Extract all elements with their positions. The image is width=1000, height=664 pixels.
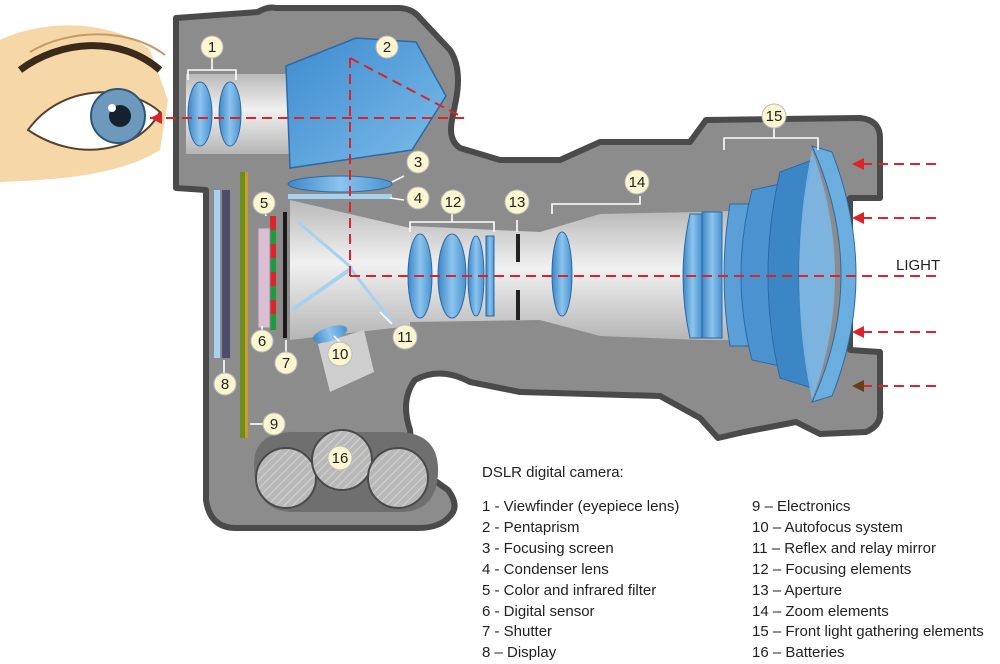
callout-15: 15 bbox=[761, 103, 787, 129]
light-arrowhead-2 bbox=[852, 212, 864, 224]
legend-item: 8 – Display bbox=[482, 644, 557, 662]
svg-text:6: 6 bbox=[258, 333, 266, 350]
svg-text:3: 3 bbox=[414, 154, 422, 171]
condenser-lens bbox=[288, 194, 392, 199]
battery-left bbox=[255, 447, 317, 509]
svg-text:14: 14 bbox=[629, 174, 646, 191]
zoom-element-rear bbox=[551, 231, 573, 317]
callout-8: 8 bbox=[213, 372, 237, 396]
aperture-blade-bottom bbox=[516, 290, 520, 320]
ir-filter-red-1 bbox=[270, 216, 276, 230]
callout-5: 5 bbox=[252, 191, 276, 215]
display-panel bbox=[214, 190, 220, 358]
electronics-board-edge bbox=[245, 172, 248, 438]
legend-item: 11 – Reflex and relay mirror bbox=[752, 539, 936, 557]
eye-highlight bbox=[108, 104, 116, 112]
callout-1: 1 bbox=[200, 35, 224, 59]
callout-16: 16 bbox=[327, 445, 353, 471]
legend-item: 15 – Front light gathering elements bbox=[752, 623, 984, 641]
callout-3: 3 bbox=[406, 150, 430, 174]
legend-column-left: 1 - Viewfinder (eyepiece lens) 2 - Penta… bbox=[482, 497, 679, 664]
callout-2: 2 bbox=[375, 35, 399, 59]
svg-text:16: 16 bbox=[332, 450, 349, 467]
legend-item: 10 – Autofocus system bbox=[752, 518, 903, 536]
svg-text:1: 1 bbox=[208, 39, 216, 56]
eye-lid-crease bbox=[29, 33, 166, 56]
light-label: LIGHT bbox=[896, 257, 940, 274]
autofocus-lens bbox=[312, 325, 348, 343]
legend-item: 7 - Shutter bbox=[482, 623, 553, 641]
relay-mirror bbox=[297, 220, 353, 270]
svg-text:13: 13 bbox=[509, 194, 526, 211]
legend-item: 12 – Focusing elements bbox=[752, 560, 912, 578]
legend-column-right: 9 – Electronics 10 – Autofocus system 11… bbox=[752, 497, 984, 664]
svg-text:5: 5 bbox=[260, 195, 268, 212]
callout-4: 4 bbox=[406, 186, 430, 210]
shutter bbox=[283, 212, 287, 338]
reflex-mirror bbox=[290, 266, 354, 312]
legend-item: 1 - Viewfinder (eyepiece lens) bbox=[482, 498, 680, 515]
callout-14: 14 bbox=[624, 169, 650, 195]
ir-filter-red-2 bbox=[270, 244, 276, 258]
svg-text:2: 2 bbox=[383, 39, 391, 56]
light-path bbox=[150, 57, 936, 387]
callout-12: 12 bbox=[440, 189, 466, 215]
legend-item: 14 – Zoom elements bbox=[752, 602, 889, 620]
lens-barrel-interior bbox=[410, 210, 760, 340]
eye-illustration bbox=[0, 25, 168, 182]
light-arrowhead-3 bbox=[852, 326, 864, 338]
light-arrowhead-1 bbox=[852, 158, 864, 170]
pentaprism bbox=[285, 37, 447, 169]
aperture-blade-top bbox=[516, 234, 520, 262]
legend-item: 16 – Batteries bbox=[752, 644, 845, 662]
svg-text:7: 7 bbox=[282, 355, 290, 372]
legend-item: 13 – Aperture bbox=[752, 581, 843, 599]
callout-9: 9 bbox=[262, 412, 286, 436]
legend-title: DSLR digital camera: bbox=[482, 464, 624, 481]
light-arrowhead-eye bbox=[150, 112, 162, 124]
callout-13: 13 bbox=[504, 189, 530, 215]
focusing-screen bbox=[287, 175, 393, 193]
legend-item: 6 - Digital sensor bbox=[482, 602, 595, 620]
electronics-board bbox=[240, 172, 245, 438]
legend-item: 9 – Electronics bbox=[752, 498, 851, 515]
legend-item: 2 - Pentaprism bbox=[482, 518, 580, 536]
eyepiece-lens-a bbox=[187, 81, 213, 147]
battery-right bbox=[367, 447, 429, 509]
light-arrowhead-4 bbox=[852, 380, 864, 392]
legend-item: 4 - Condenser lens bbox=[482, 560, 609, 578]
display-body bbox=[222, 190, 230, 358]
callout-11: 11 bbox=[392, 324, 418, 350]
ir-filter-red-3 bbox=[270, 272, 276, 286]
front-element-4 bbox=[811, 145, 857, 403]
svg-text:12: 12 bbox=[445, 194, 462, 211]
svg-text:11: 11 bbox=[397, 329, 413, 346]
legend: DSLR digital camera: 1 - Viewfinder (eye… bbox=[482, 464, 1000, 661]
eyepiece-lens-b bbox=[218, 81, 242, 147]
svg-text:15: 15 bbox=[766, 108, 783, 125]
svg-text:8: 8 bbox=[221, 376, 229, 393]
callout-10: 10 bbox=[327, 341, 353, 367]
svg-text:4: 4 bbox=[414, 190, 422, 207]
svg-text:10: 10 bbox=[332, 346, 349, 363]
callout-6: 6 bbox=[250, 329, 274, 353]
svg-text:9: 9 bbox=[270, 416, 278, 433]
digital-sensor bbox=[257, 227, 271, 329]
legend-item: 5 - Color and infrared filter bbox=[482, 581, 657, 599]
ir-filter-red-4 bbox=[270, 300, 276, 314]
eye-lashes bbox=[17, 42, 163, 73]
legend-item: 3 - Focusing screen bbox=[482, 539, 614, 557]
callout-7: 7 bbox=[274, 351, 298, 375]
